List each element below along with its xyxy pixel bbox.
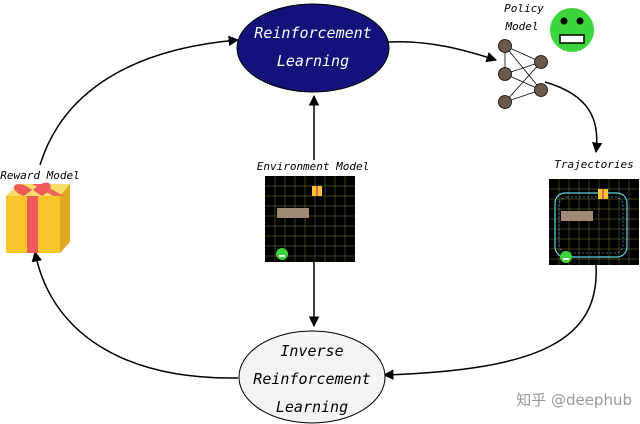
- arrow-reward-to-rl: [39, 35, 240, 166]
- gift-icon: [598, 189, 608, 199]
- irl-ellipse: [238, 330, 386, 424]
- policy-node: Policy Model: [498, 2, 594, 109]
- rl-label-line1: Reinforcement: [254, 24, 371, 42]
- rl-ellipse: [236, 3, 390, 93]
- connectors: [31, 35, 603, 380]
- environment-grid: [265, 176, 355, 262]
- neural-network-icon: [498, 39, 548, 109]
- reward-node: Reward Model: [0, 169, 80, 253]
- arrow-trajectories-to-irl: [382, 264, 597, 380]
- trajectories-label: Trajectories: [554, 158, 633, 171]
- policy-label-line2: Model: [504, 20, 538, 33]
- gift-icon: [312, 186, 322, 196]
- agent-icon: [560, 251, 572, 263]
- rl-node: Reinforcement Learning: [236, 3, 390, 93]
- irl-label-line1: Inverse: [280, 342, 343, 360]
- trajectories-grid: [549, 179, 639, 265]
- trajectory-path: [554, 192, 628, 258]
- arrow-irl-to-reward: [31, 250, 239, 379]
- rl-label-line2: Learning: [277, 52, 349, 70]
- irl-label-line2: Reinforcement: [253, 370, 370, 388]
- agent-icon: [276, 248, 288, 260]
- environment-label: Environment Model: [257, 160, 370, 173]
- irl-node: Inverse Reinforcement Learning: [238, 330, 386, 424]
- trajectories-node: Trajectories: [549, 158, 639, 265]
- smiley-icon: [550, 8, 594, 52]
- watermark: 知乎 @deephub: [516, 391, 632, 409]
- policy-label-line1: Policy: [504, 2, 544, 15]
- gift-box-icon: [6, 182, 70, 253]
- arrow-rl-to-policy: [387, 40, 497, 63]
- arrow-policy-to-trajectories: [544, 81, 603, 154]
- reward-label: Reward Model: [0, 169, 79, 182]
- environment-node: Environment Model: [257, 160, 370, 262]
- irl-label-line3: Learning: [276, 398, 348, 416]
